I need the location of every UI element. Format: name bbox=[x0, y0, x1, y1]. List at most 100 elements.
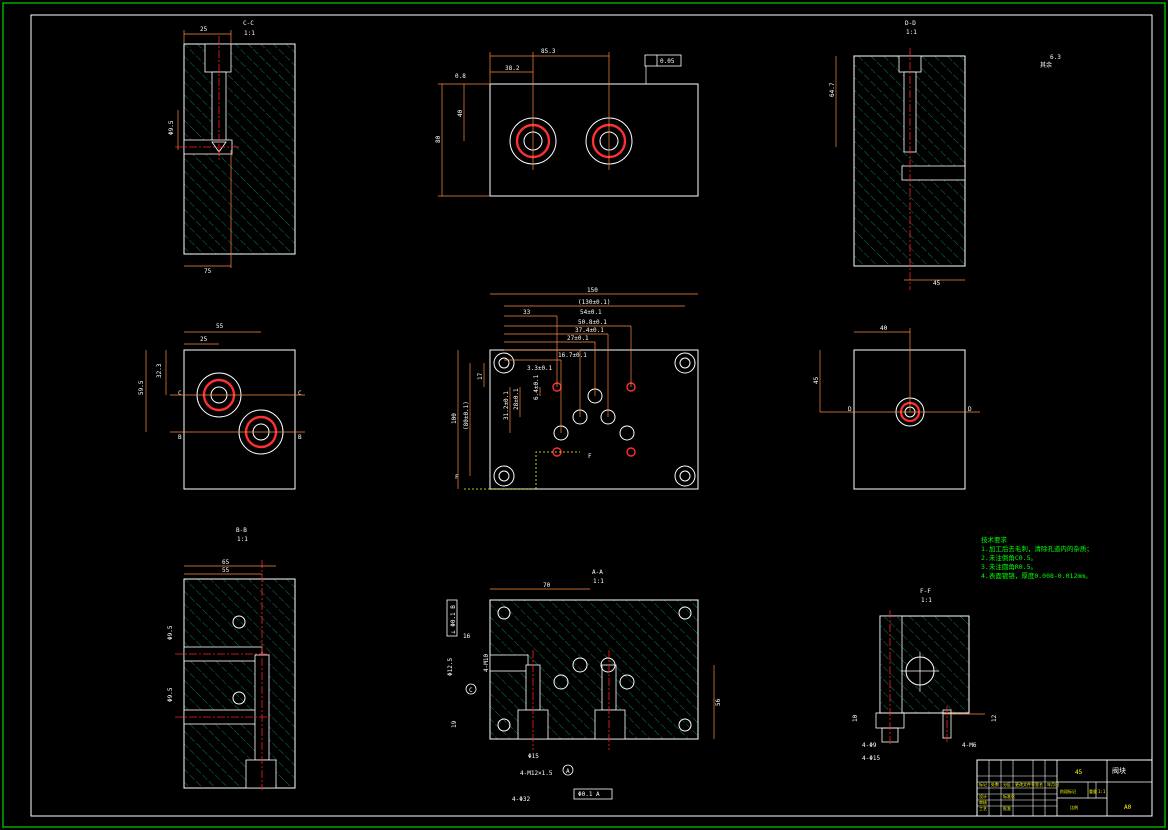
tech-item-1: 1.加工后去毛刺，清除孔道内的杂质； bbox=[981, 544, 1093, 553]
view-right-middle bbox=[819, 328, 980, 490]
rm-dim-40: 40 bbox=[880, 325, 888, 332]
tech-item-3: 3.未注圆角R0.5。 bbox=[981, 562, 1037, 571]
title-block-label-13: 重量 bbox=[1089, 788, 1097, 794]
view-center-plan bbox=[457, 293, 699, 490]
center-dim-33: 33 bbox=[523, 309, 531, 316]
lm-dim-323: 32.3 bbox=[156, 363, 163, 378]
center-dim-130: (130±0.1) bbox=[578, 299, 611, 306]
top-dim-382: 38.2 bbox=[505, 65, 520, 72]
center-dim-167: 16.7±0.1 bbox=[558, 352, 587, 359]
aa-title: A-A bbox=[592, 569, 603, 576]
view-section-bb bbox=[175, 560, 296, 790]
ff-note-1: 4-Φ9 bbox=[862, 742, 877, 749]
center-dim-28: 28±0.1 bbox=[513, 388, 520, 410]
title-block-material: 45 bbox=[1075, 769, 1083, 776]
title-block-name: 阀块 bbox=[1112, 766, 1126, 775]
ff-note-2: 4-Φ15 bbox=[862, 755, 880, 762]
title-block-label-14: 比例 bbox=[1070, 804, 1078, 810]
top-flatness: 0.05 bbox=[660, 58, 675, 65]
top-dim-80: 80 bbox=[435, 135, 442, 143]
center-label-f2: F bbox=[588, 453, 592, 460]
title-block-label-3: 分区 bbox=[1003, 781, 1011, 787]
aa-scale: 1:1 bbox=[593, 578, 604, 585]
title-block-label-6: 年月日 bbox=[1047, 781, 1059, 787]
aa-dim-56: 56 bbox=[715, 698, 722, 706]
lm-label-b: B bbox=[178, 434, 182, 441]
lm-label-c: C bbox=[178, 390, 182, 397]
center-dim-64: 6.4±0.1 bbox=[533, 374, 540, 400]
dd-title: D-D bbox=[905, 20, 916, 27]
inner-border bbox=[30, 14, 1153, 817]
dd-dim-45: 45 bbox=[933, 280, 941, 287]
dd-dim-647: 64.7 bbox=[829, 82, 836, 97]
dd-scale: 1:1 bbox=[906, 29, 917, 36]
view-section-aa bbox=[446, 588, 715, 800]
cc-title: C-C bbox=[243, 20, 254, 27]
title-block-label-2: 处数 bbox=[991, 781, 999, 787]
top-roughness: 0.8 bbox=[455, 73, 466, 80]
aa-note-1: 4-M12×1.5 bbox=[520, 770, 553, 777]
view-section-ff bbox=[875, 610, 985, 745]
aa-dim-16: 16 bbox=[463, 633, 471, 640]
aa-note-3: Φ15 bbox=[528, 753, 539, 760]
aa-note-5: Φ12.5 bbox=[447, 658, 454, 676]
bb-dim-65: 65 bbox=[222, 559, 230, 566]
ff-title: F-F bbox=[920, 588, 931, 595]
view-section-dd bbox=[835, 48, 966, 290]
lm-dim-25: 25 bbox=[200, 336, 208, 343]
tech-title: 技术要求 bbox=[981, 535, 1008, 544]
ff-scale: 1:1 bbox=[921, 597, 932, 604]
center-dim-27: 27±0.1 bbox=[567, 335, 589, 342]
cc-dim-bottom: 75 bbox=[204, 268, 212, 275]
cc-dim-top: 25 bbox=[200, 26, 208, 33]
ff-note-3: 4-M6 bbox=[962, 742, 977, 749]
tech-item-2: 2.未注倒角C0.5。 bbox=[981, 553, 1037, 562]
aa-tol-box: ⊥ Φ0.1 B bbox=[450, 605, 457, 634]
bb-dim-d2: Φ9.5 bbox=[167, 687, 174, 702]
bb-title: B-B bbox=[236, 527, 247, 534]
top-dim-853: 85.3 bbox=[541, 48, 556, 55]
title-block-label-11: 批准 bbox=[1003, 805, 1011, 811]
bb-dim-d1: Φ9.5 bbox=[167, 625, 174, 640]
ff-dim-12: 12 bbox=[991, 714, 998, 722]
title-block-size: A0 bbox=[1124, 804, 1132, 811]
title-block-label-9: 审核 bbox=[979, 799, 987, 805]
center-dim-37: 37.4±0.1 bbox=[575, 327, 604, 334]
view-top-center bbox=[438, 52, 699, 197]
lm-label-c2: C bbox=[298, 390, 302, 397]
title-block-label-5: 签名 bbox=[1035, 781, 1043, 787]
rm-dim-45: 45 bbox=[813, 376, 820, 384]
aa-tol-box2: Φ0.1 A bbox=[578, 791, 600, 798]
title-block bbox=[976, 759, 1153, 817]
tech-item-4: 4.表面镀铬，厚度0.008-0.012mm。 bbox=[981, 571, 1092, 580]
cc-scale: 1:1 bbox=[244, 30, 255, 37]
center-dim-17: 17 bbox=[477, 372, 484, 380]
center-dim-54: 54±0.1 bbox=[580, 309, 602, 316]
bb-scale: 1:1 bbox=[237, 536, 248, 543]
ff-dim-10: 10 bbox=[852, 714, 859, 722]
title-block-label-1: 标记 bbox=[979, 781, 987, 787]
center-dim-150: 150 bbox=[587, 287, 598, 294]
rm-label-d2: D bbox=[968, 406, 972, 413]
rm-label-d: D bbox=[848, 406, 852, 413]
aa-dim-19: 19 bbox=[451, 720, 458, 728]
aa-label-a: A bbox=[566, 768, 570, 775]
title-block-label-4: 更改文件号 bbox=[1015, 781, 1035, 787]
lm-dim-595: 59.5 bbox=[138, 380, 145, 395]
aa-label-c: C bbox=[469, 687, 473, 694]
view-left-middle bbox=[145, 331, 305, 490]
title-block-label-7: 设计 bbox=[979, 793, 987, 799]
roughness-suffix: 其余 bbox=[1040, 61, 1052, 69]
center-dim-33b: 3.3±0.1 bbox=[527, 365, 553, 372]
title-block-label-10: 工艺 bbox=[979, 806, 987, 811]
lm-dim-55: 55 bbox=[216, 323, 224, 330]
aa-note-4: 4-M10 bbox=[483, 654, 490, 672]
center-dim-80: (80±0.1) bbox=[463, 401, 470, 430]
aa-dim-70: 70 bbox=[543, 582, 551, 589]
title-block-label-12: 阶段标记 bbox=[1060, 788, 1076, 794]
center-dim-312: 31.2±0.1 bbox=[503, 391, 510, 420]
center-dim-100: 100 bbox=[451, 413, 458, 424]
lm-label-b2: B bbox=[298, 434, 302, 441]
